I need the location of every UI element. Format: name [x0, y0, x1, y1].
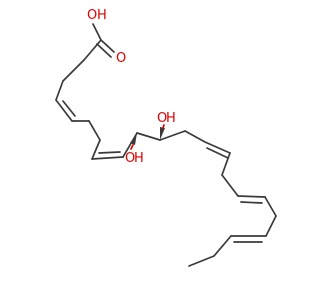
- carboxylic-acid-group: O H O: [87, 8, 126, 66]
- carbonyl-oxygen-label: O: [116, 51, 126, 66]
- bond-c13-c14: [204, 141, 231, 154]
- bond-c4-c5: [55, 99, 73, 122]
- bond-c3-c4: [55, 80, 64, 101]
- bond-c10-o-lower: [130, 144, 134, 150]
- bond-c1-c2: [83, 39, 102, 61]
- bond-c12-c13: [184, 130, 206, 143]
- bond-c11-c12: [159, 130, 186, 141]
- bond-c7-c8: [91, 139, 101, 160]
- bond-c18-c19: [265, 215, 277, 237]
- bond-c17-c18: [264, 196, 277, 217]
- polyene-tail: [188, 141, 277, 267]
- carboxyl-hydroxyl-label: O: [87, 8, 97, 23]
- bond-c15-c16: [221, 174, 239, 197]
- hydroxyl-upper-h-label: H: [166, 111, 176, 126]
- stereo-wedge-lower: [130, 133, 137, 145]
- bond-c2-c3: [62, 59, 85, 82]
- bond-c11-o-upper: [162, 124, 165, 129]
- bond-c1-o-double-b: [96, 43, 112, 58]
- hydroxyl-lower-h-label: H: [134, 151, 144, 166]
- bond-c8-c9: [91, 156, 124, 160]
- bond-c21-c22: [188, 255, 215, 267]
- hydroxyl-lower-o-label: O: [125, 151, 135, 166]
- bond-c8-c9-second: [98, 151, 121, 154]
- bond-c10-c11: [136, 132, 161, 141]
- bond-c1-o-double-a: [100, 39, 115, 53]
- hydroxyl-upper-o-label: O: [157, 111, 167, 126]
- bond-c14-c15: [221, 152, 231, 176]
- molecule-structure-diagram: O H O O H O H: [55, 8, 277, 267]
- bond-c13-c14-second: [206, 147, 229, 159]
- stereo-wedge-upper: [160, 127, 165, 140]
- bond-c6-c7: [88, 120, 101, 141]
- bond-c20-c21: [213, 235, 232, 257]
- carboxyl-hydroxyl-h-label: H: [97, 8, 107, 23]
- bond-c16-c17-second: [240, 201, 263, 204]
- bond-c4-c5-second: [62, 100, 76, 117]
- bond-c16-c17: [237, 195, 266, 198]
- bond-c1-oh: [92, 23, 102, 41]
- upper-chain: [55, 39, 124, 160]
- diol-segment: O H O H: [122, 111, 206, 166]
